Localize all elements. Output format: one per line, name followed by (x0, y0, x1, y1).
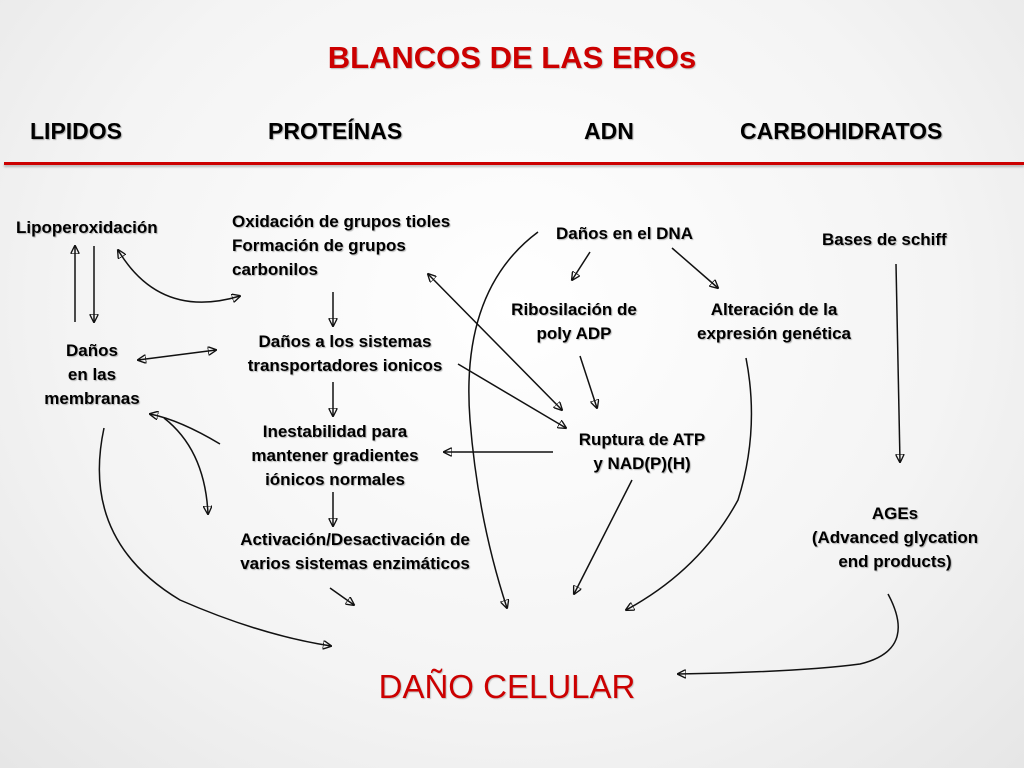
arrow-dna-to-alteracion (671, 247, 718, 288)
node-ages-line1: AGEs (871, 504, 919, 523)
divider-line (4, 162, 1024, 165)
node-lipoperoxidacion: Lipoperoxidación (16, 218, 158, 237)
node-inestabilidad: Inestabilidad para mantener gradientes i… (220, 420, 450, 492)
arrow-ages-to-dano (678, 593, 899, 674)
node-ages-line2: (Advanced glycation (811, 528, 979, 547)
node-ribosilacion: Ribosilación de poly ADP (494, 298, 654, 346)
node-alteracion-line2: expresión genética (696, 324, 851, 343)
arrow-dna-to-dano (468, 231, 539, 608)
node-danos-dna: Daños en el DNA (556, 224, 693, 243)
node-ages-line3: end products) (838, 552, 952, 571)
category-lipidos: LIPIDOS (30, 118, 123, 144)
arrow-activacion-to-dano (329, 587, 354, 605)
node-ages: AGEs (Advanced glycation end products) (790, 502, 1000, 574)
node-transportadores-line1: Daños a los sistemas (258, 332, 432, 351)
node-alteracion: Alteración de la expresión genética (676, 298, 872, 346)
result-dano-celular: DAÑO CELULAR (378, 668, 636, 705)
node-ruptura-line1: Ruptura de ATP (578, 430, 706, 449)
category-carbohidratos: CARBOHIDRATOS (740, 118, 943, 144)
node-activacion: Activación/Desactivación de varios siste… (210, 528, 500, 576)
arrow-lipoperoxidacion-oxidacion (118, 250, 240, 303)
node-ruptura-line2: y NAD(P)(H) (593, 454, 691, 473)
node-inestabilidad-line2: mantener gradientes (251, 446, 419, 465)
node-danos-membranas-line1: Daños (66, 341, 118, 360)
arrow-membranas-to-dano (98, 427, 331, 646)
node-inestabilidad-line1: Inestabilidad para (262, 422, 408, 441)
arrow-alteracion-to-dano (626, 357, 753, 610)
node-oxidacion-line3: carbonilos (232, 260, 318, 279)
arrow-dna-to-ribosilacion (572, 251, 591, 280)
node-alteracion-line1: Alteración de la (710, 300, 838, 319)
node-danos-membranas-line2: en las (67, 365, 117, 384)
slide-title: BLANCOS DE LAS EROs (327, 40, 697, 75)
arrow-ruptura-to-dano (574, 479, 633, 594)
arrow-schiff-to-ages (895, 263, 900, 462)
arrow-ribosilacion-to-ruptura (579, 355, 597, 408)
node-bases-schiff: Bases de schiff (822, 230, 947, 249)
arrow-membranas-transportadores (138, 350, 216, 360)
node-activacion-line2: varios sistemas enzimáticos (240, 554, 470, 573)
node-danos-transportadores: Daños a los sistemas transportadores ion… (220, 330, 470, 378)
node-danos-membranas-line3: membranas (44, 389, 140, 408)
arrow-membranas-to-activacion (163, 417, 208, 514)
node-oxidacion-line2: Formación de grupos (232, 236, 406, 255)
arrow-inestabilidad-to-membranas (150, 414, 221, 445)
arrow-oxidacion-ruptura (428, 274, 562, 410)
node-danos-membranas: Daños en las membranas (22, 339, 162, 411)
node-inestabilidad-line3: iónicos normales (265, 470, 405, 489)
node-transportadores-line2: transportadores ionicos (247, 356, 443, 375)
node-oxidacion-tioles: Oxidación de grupos tioles Formación de … (232, 210, 450, 282)
node-oxidacion-line1: Oxidación de grupos tioles (232, 212, 451, 231)
arrow-transportadores-to-ruptura (457, 363, 566, 428)
category-proteinas: PROTEÍNAS (268, 118, 403, 144)
node-ribosilacion-line2: poly ADP (536, 324, 612, 343)
node-ruptura: Ruptura de ATP y NAD(P)(H) (560, 428, 724, 476)
category-adn: ADN (584, 118, 634, 144)
node-activacion-line1: Activación/Desactivación de (240, 530, 470, 549)
node-ribosilacion-line1: Ribosilación de (511, 300, 637, 319)
